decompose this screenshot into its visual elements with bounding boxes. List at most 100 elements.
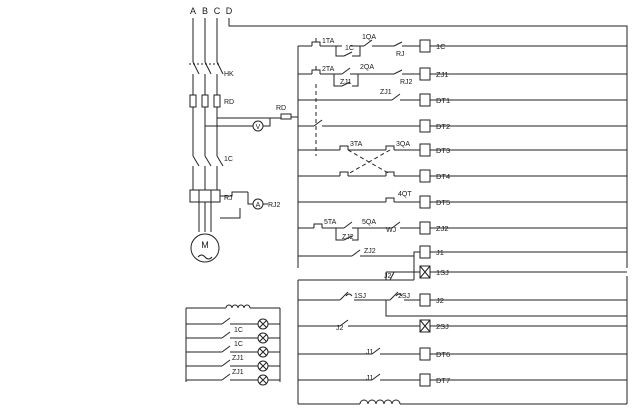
fuse-a	[189, 94, 197, 108]
rung-dt4: DT4	[298, 169, 627, 183]
contact-zj2-j1	[351, 249, 361, 257]
contact-1sj-label: 1SJ	[354, 293, 366, 300]
phase-c-label: C	[214, 6, 221, 16]
coil-dt6	[419, 347, 431, 361]
coil-j1-label: J1	[436, 248, 444, 257]
coil-dt2-label: DT2	[436, 122, 450, 131]
contact-1qa	[363, 39, 373, 47]
contact-1sj-timed	[339, 291, 353, 301]
pushbutton-4qt	[385, 197, 395, 202]
contact-1c-holding	[343, 51, 353, 57]
phase-bus-after-contactor	[192, 166, 218, 190]
rd-aux-fuse	[280, 113, 292, 120]
phase-bus-top	[192, 18, 218, 62]
rung-j1: ZJ2 J1	[298, 245, 627, 280]
overload-rj-elements	[198, 190, 212, 202]
coil-dt4-label: DT4	[436, 172, 450, 181]
control-buses	[297, 46, 628, 405]
voltmeter-feed	[205, 118, 271, 127]
fuse-rd-label: RD	[224, 99, 234, 106]
contact-j2-2sj-label: J2	[336, 325, 344, 332]
contact-j1-dt6-label: J1	[366, 349, 374, 356]
pushbutton-5ta	[313, 223, 323, 228]
contact-2qa	[341, 67, 351, 75]
rung-dt1: ZJ1 DT1	[298, 89, 627, 107]
coil-dt7-label: DT7	[436, 376, 450, 385]
coil-zj1	[419, 67, 431, 81]
contactor-1c-label: 1C	[224, 156, 233, 163]
lamp-4-cross	[259, 362, 267, 370]
contact-rj	[393, 41, 403, 47]
coil-dt7	[419, 373, 431, 387]
rung-1c-holding-branch	[335, 46, 361, 57]
voltmeter-label: V	[256, 124, 261, 131]
contact-5ta-label: 5TA	[324, 219, 337, 226]
coil-j2-label: J2	[436, 296, 444, 305]
lamp-panel: 1C 1C ZJ1 ZJ1	[185, 304, 281, 386]
lamp-row-2-label: 1C	[234, 327, 243, 334]
fuse-b	[201, 94, 209, 108]
contact-rj-label: RJ	[396, 51, 405, 58]
contact-4qt-label: 4QT	[398, 191, 412, 198]
coil-dt2	[419, 119, 431, 133]
contact-j2-2sj	[339, 319, 349, 327]
contact-zj1-label: ZJ1	[340, 79, 352, 86]
bottom-inductor	[359, 399, 401, 405]
contactor-1c-contacts	[192, 155, 224, 167]
pushbutton-dt4-left	[339, 171, 349, 176]
ammeter-return	[220, 208, 241, 219]
neutral-line	[228, 18, 628, 48]
contact-2ta-label: 2TA	[322, 66, 335, 73]
motor-circle	[190, 233, 220, 263]
motor-leads	[198, 202, 212, 232]
phase-a-label: A	[190, 6, 196, 16]
contact-wj-label: WJ	[386, 227, 396, 234]
ammeter-feed	[220, 191, 248, 197]
lamp-2-cross	[259, 334, 267, 342]
ammeter-loop	[247, 192, 268, 205]
contact-j2-1sj	[389, 271, 395, 281]
coil-dt4	[419, 169, 431, 183]
lamp-transformer-coil	[225, 304, 251, 309]
contact-zj2-label: ZJ2	[342, 234, 354, 241]
contact-wj	[391, 221, 401, 229]
contact-5qa-label: 5QA	[362, 219, 376, 226]
contact-1qa-label: 1QA	[362, 34, 376, 41]
phase-d-label: D	[226, 6, 233, 16]
rung-zj1-holding-branch	[333, 74, 359, 87]
coil-2sj-label: 2SJ	[436, 322, 449, 331]
coil-zj1-label: ZJ1	[436, 70, 449, 79]
rung-1sj: J2 1SJ	[384, 265, 627, 281]
contact-3qa-label: 3QA	[396, 141, 410, 148]
contact-rj2	[393, 69, 403, 75]
rung-zj2-holding-branch	[335, 228, 359, 241]
contact-dt2	[313, 119, 323, 127]
lamp-row-2-contact	[221, 331, 231, 339]
coil-dt5-label: DT5	[436, 198, 450, 207]
coil-j1	[419, 245, 431, 259]
contact-j1-dt7-label: J1	[366, 375, 374, 382]
lamp-row-3-label: 1C	[234, 341, 243, 348]
coil-dt6-label: DT6	[436, 350, 450, 359]
contact-zj2-j1-label: ZJ2	[364, 248, 376, 255]
contact-j1-dt7	[371, 373, 381, 381]
overload-rj-label: RJ	[224, 195, 233, 202]
pushbutton-dt4-right	[385, 171, 395, 176]
lamp-row-4-label: ZJ1	[232, 355, 244, 362]
contact-3ta-label: 3TA	[350, 141, 363, 148]
motor-ac-symbol	[197, 254, 213, 260]
lamp-3-cross	[259, 348, 267, 356]
lamp-5-cross	[259, 376, 267, 384]
coil-1sj-label: 1SJ	[436, 268, 449, 277]
rung-dt3: 3TA 3QA DT3	[298, 141, 627, 157]
coil-dt1	[419, 93, 431, 107]
lamp-row-3-contact	[221, 345, 231, 353]
contact-rj2-label: RJ2	[400, 79, 413, 86]
rung-j2-branch	[385, 300, 627, 317]
rung-zj2: 5TA 5QA ZJ2 WJ ZJ2	[298, 219, 627, 241]
phase-bus-after-switch	[192, 74, 218, 95]
lamp-row-4-contact	[221, 359, 231, 367]
contact-5qa	[343, 221, 353, 229]
coil-column: 1TA 1QA 1C RJ 1C 2TA 2QA ZJ1 RJ2 ZJ1	[298, 34, 627, 387]
